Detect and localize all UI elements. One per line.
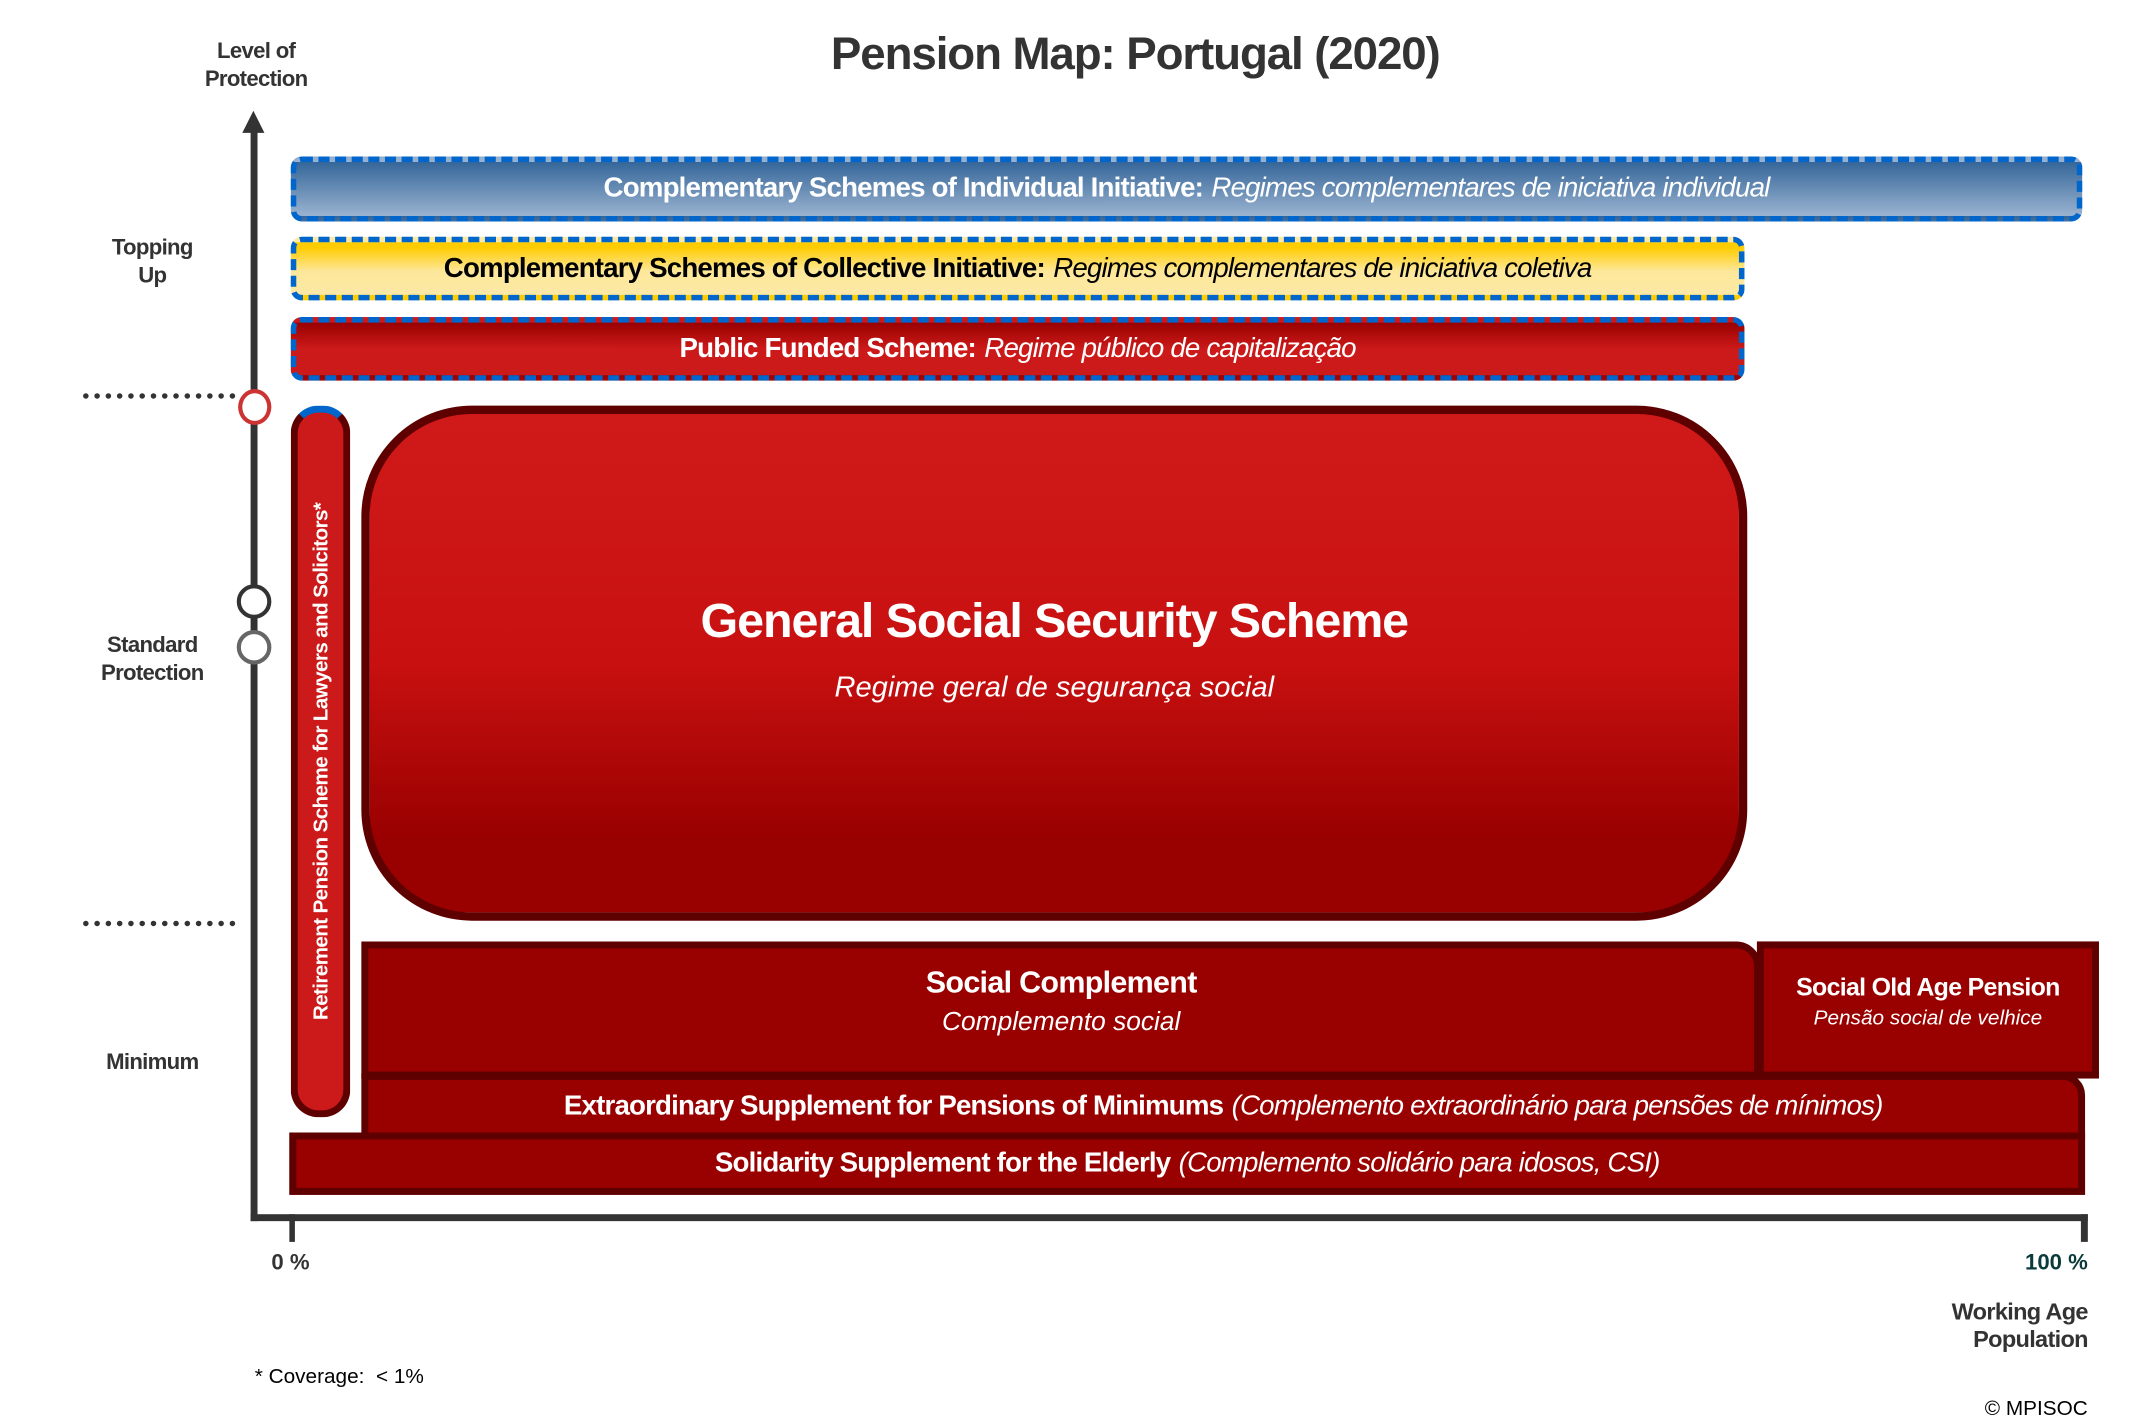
marker-circle-gray	[236, 629, 272, 665]
marker-circle-dark	[236, 584, 272, 619]
scheme-solidarity-supplement: Solidarity Supplement for the Elderly(Co…	[289, 1132, 2086, 1195]
scheme-name: Complementary Schemes of Collective Init…	[443, 252, 1046, 284]
scheme-local-name: Pensão social de velhice	[1813, 1006, 2043, 1031]
scheme-general-social-security: General Social Security Scheme Regime ge…	[361, 405, 1748, 921]
x-axis-label-line1: Working Age	[1951, 1298, 2089, 1325]
scheme-public-funded: Public Funded Scheme:Regime público de c…	[290, 317, 1745, 381]
scheme-local-name: Regimes complementares de iniciativa ind…	[1211, 173, 1770, 204]
marker-circle-red	[238, 389, 272, 426]
x-axis-end-label: 100 %	[2025, 1251, 2088, 1276]
scheme-local-name: Regime geral de segurança social	[834, 671, 1275, 704]
level-label-line: Up	[138, 264, 167, 288]
x-axis-tick-100	[2080, 1214, 2088, 1242]
x-axis-label: Working Age Population	[1811, 1298, 2089, 1354]
scheme-collective-initiative: Complementary Schemes of Collective Init…	[290, 236, 1745, 301]
level-standard-protection: Standard Protection	[69, 633, 235, 688]
divider-topping-standard	[83, 393, 236, 399]
page-title: Pension Map: Portugal (2020)	[830, 27, 1441, 79]
scheme-individual-initiative: Complementary Schemes of Individual Init…	[290, 156, 2083, 222]
x-axis-label-line2: Population	[1973, 1326, 2088, 1353]
scheme-social-complement: Social Complement Complemento social	[361, 941, 1762, 1079]
level-minimum: Minimum	[69, 1049, 235, 1077]
y-axis-label-line2: Protection	[204, 67, 308, 92]
scheme-extraordinary-supplement: Extraordinary Supplement for Pensions of…	[361, 1072, 2086, 1140]
copyright: © MPISOC	[1984, 1396, 2088, 1421]
x-axis-start-label: 0 %	[271, 1251, 310, 1276]
scheme-name: Extraordinary Supplement for Pensions of…	[563, 1090, 1224, 1121]
level-label-line: Standard	[107, 634, 198, 658]
y-axis-label-line1: Level of	[217, 40, 296, 64]
scheme-local-name: (Complemento solidário para idosos, CSI)	[1178, 1147, 1661, 1179]
scheme-lawyers-solicitors: Retirement Pension Scheme for Lawyers an…	[290, 405, 351, 1118]
scheme-name: Complementary Schemes of Individual Init…	[603, 173, 1204, 204]
scheme-name: Retirement Pension Scheme for Lawyers an…	[308, 502, 333, 1021]
x-axis-line	[250, 1214, 2088, 1222]
level-topping-up: Topping Up	[69, 235, 235, 290]
x-axis-tick-0	[289, 1214, 295, 1242]
scheme-local-name: Regimes complementares de iniciativa col…	[1053, 252, 1592, 284]
y-axis-line	[250, 127, 258, 1222]
level-label-line: Topping	[111, 236, 194, 261]
scheme-local-name: Regime público de capitalização	[984, 332, 1356, 364]
scheme-name: Public Funded Scheme:	[679, 332, 977, 364]
level-label-line: Protection	[100, 661, 204, 686]
scheme-name: General Social Security Scheme	[700, 593, 1410, 648]
scheme-name: Social Old Age Pension	[1796, 973, 2060, 1001]
divider-standard-minimum	[83, 920, 236, 927]
scheme-social-old-age-pension: Social Old Age Pension Pensão social de …	[1756, 941, 2099, 1079]
y-axis-arrow-icon	[242, 110, 265, 133]
scheme-local-name: Complemento social	[942, 1007, 1181, 1037]
scheme-local-name: (Complemento extraordinário para pensões…	[1231, 1090, 1884, 1121]
footnote: * Coverage: < 1%	[254, 1365, 424, 1389]
scheme-name: Social Complement	[925, 964, 1198, 1000]
scheme-name: Solidarity Supplement for the Elderly	[714, 1147, 1171, 1179]
level-label-line: Minimum	[106, 1050, 199, 1075]
y-axis-label: Level of Protection	[152, 39, 360, 94]
